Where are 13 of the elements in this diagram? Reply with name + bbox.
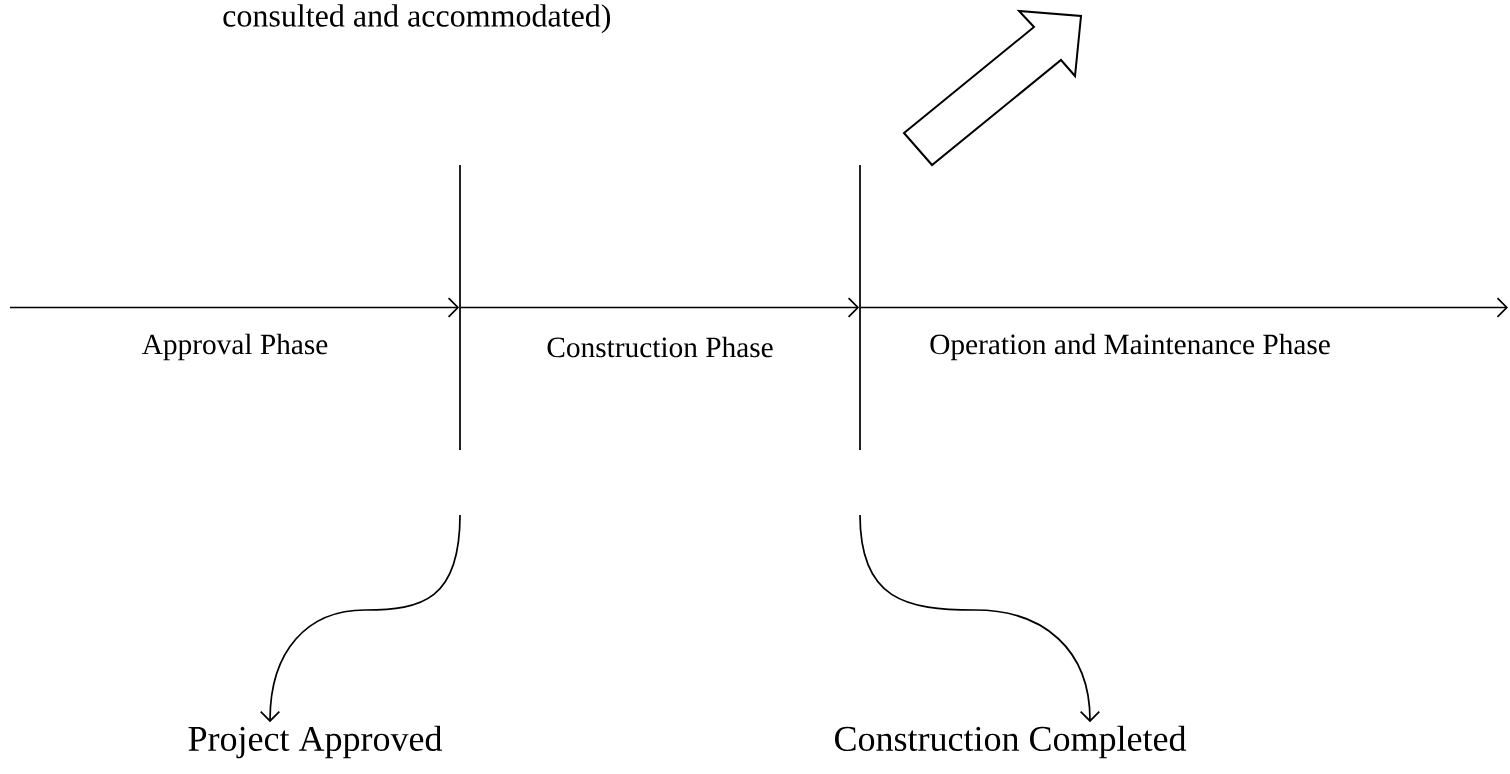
divider-line bbox=[459, 164, 461, 451]
milestone-text: Construction Completed bbox=[835, 725, 1187, 759]
arrow bbox=[460, 297, 860, 318]
divider-line bbox=[859, 164, 861, 451]
label-text: Operation and Maintenance Phase bbox=[930, 333, 1330, 361]
arrow bbox=[860, 297, 1508, 318]
arrow bbox=[259, 514, 461, 723]
label-text: Construction Phase bbox=[547, 336, 773, 358]
milestone-text: Project Approved bbox=[188, 725, 443, 759]
label-text: consulted and accommodated) bbox=[223, 4, 611, 34]
arrow bbox=[9, 297, 460, 318]
arrow bbox=[859, 514, 1101, 723]
label-text: Approval Phase bbox=[142, 333, 328, 361]
